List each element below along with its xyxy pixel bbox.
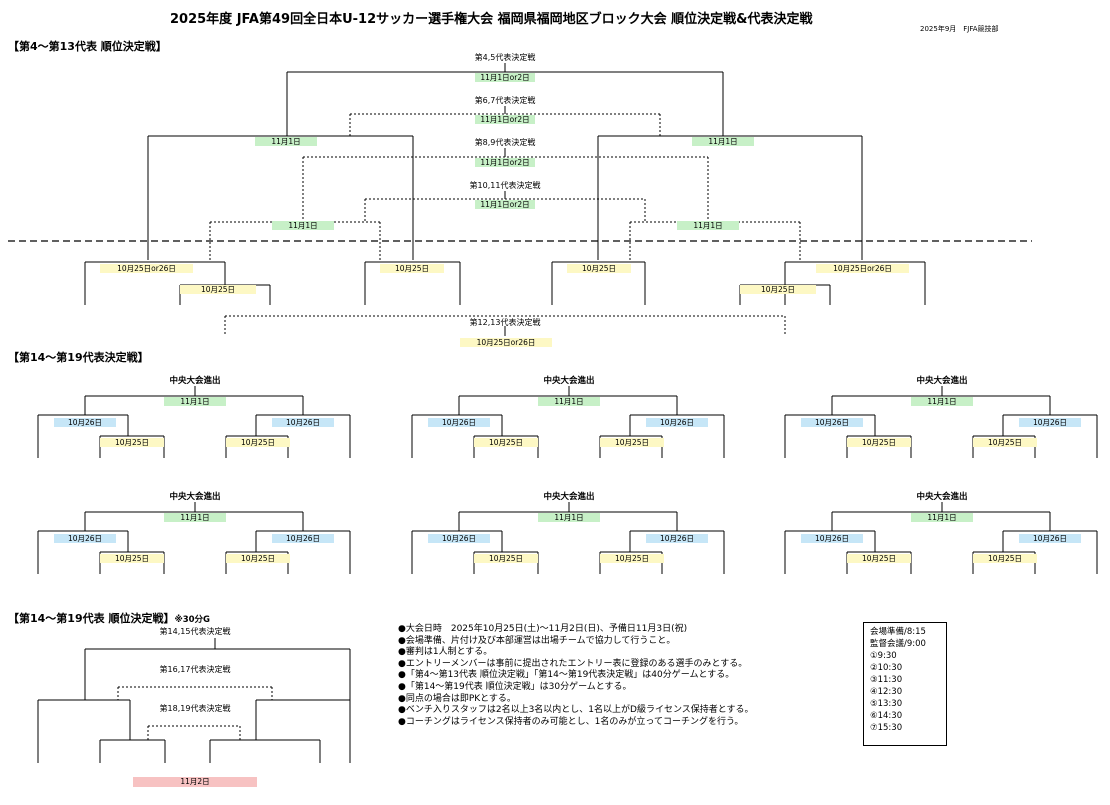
label-6-7: 第6,7代表決定戦 [474, 96, 536, 105]
label-12-13: 第12,13代表決定戦 [469, 318, 541, 327]
date-b2: 10月25日 [180, 285, 256, 294]
block-title: 中央大会進出 [543, 376, 595, 386]
block-title: 中央大会進出 [916, 492, 968, 502]
date-11-2: 11月2日 [133, 777, 257, 787]
note-line: ●審判は1人制とする。 [398, 647, 493, 658]
block-semi-date-left: 10月26日 [428, 418, 490, 427]
label-16-17: 第16,17代表決定戦 [159, 665, 231, 674]
block-qual-date-right: 10月25日 [973, 438, 1037, 447]
note-line: ●大会日時 2025年10月25日(土)～11月2日(日)、予備日11月3日(祝… [398, 624, 688, 634]
block-qual-date-right: 10月25日 [600, 554, 664, 563]
date-right-top: 11月1日 [692, 137, 754, 146]
date-right-mid: 11月1日 [677, 221, 739, 230]
section2-heading: 【第14～第19代表決定戦】 [8, 351, 149, 364]
block-semi-date-left: 10月26日 [54, 418, 116, 427]
block-qual-date-right: 10月25日 [226, 554, 290, 563]
schedule-item: ②10:30 [870, 663, 903, 673]
date-b3: 10月25日 [380, 264, 444, 273]
block-qual-date-left: 10月25日 [474, 438, 538, 447]
block-bracket-lines [37, 386, 351, 458]
block-bracket-lines [411, 386, 725, 458]
block-qual-date-right: 10月25日 [600, 438, 664, 447]
section3-heading: 【第14～第19代表 順位決定戦】※30分G [8, 612, 211, 625]
block-semi-date-right: 10月26日 [272, 534, 334, 543]
block-title: 中央大会進出 [543, 492, 595, 502]
organizer-line: 2025年9月 FJFA競技部 [920, 25, 999, 33]
section3-note: ※30分G [174, 615, 211, 625]
block-semi-date-right: 10月26日 [1019, 534, 1081, 543]
block-semi-date-left: 10月26日 [54, 534, 116, 543]
block-final-date: 11月1日 [911, 397, 973, 406]
label-8-9: 第8,9代表決定戦 [474, 138, 536, 147]
block-bracket-lines [784, 386, 1098, 458]
note-line: ●同点の場合は即PKとする。 [398, 693, 516, 704]
block-final-date: 11月1日 [164, 513, 226, 522]
page-title: 2025年度 JFA第49回全日本U-12サッカー選手権大会 福岡県福岡地区ブロ… [170, 12, 813, 27]
label-10-11: 第10,11代表決定戦 [469, 181, 541, 190]
date-left-mid: 11月1日 [272, 221, 334, 230]
note-line: ●エントリーメンバーは事前に提出されたエントリー表に登録のある選手のみとする。 [398, 658, 748, 669]
date-b1: 10月25日or26日 [100, 264, 193, 273]
block-title: 中央大会進出 [169, 376, 221, 386]
block-semi-date-right: 10月26日 [1019, 418, 1081, 427]
schedule-item: ④12:30 [870, 687, 903, 697]
schedule-item: ⑥14:30 [870, 711, 903, 721]
block-semi-date-right: 10月26日 [272, 418, 334, 427]
note-line: ●コーチングはライセンス保持者のみ可能とし、1名のみが立ってコーチングを行う。 [398, 716, 744, 727]
block-semi-date-left: 10月26日 [428, 534, 490, 543]
block-final-date: 11月1日 [538, 513, 600, 522]
block-qual-date-left: 10月25日 [100, 438, 164, 447]
block-qual-date-right: 10月25日 [973, 554, 1037, 563]
block-final-date: 11月1日 [164, 397, 226, 406]
block-bracket-lines [784, 502, 1098, 574]
block-title: 中央大会進出 [916, 376, 968, 386]
block-title: 中央大会進出 [169, 492, 221, 502]
date-4-5: 11月1日or2日 [475, 73, 535, 82]
notes-list: ●大会日時 2025年10月25日(土)～11月2日(日)、予備日11月3日(祝… [398, 624, 754, 728]
block-semi-date-right: 10月26日 [646, 418, 708, 427]
schedule-item: ⑤13:30 [870, 699, 903, 709]
block-bracket-lines [37, 502, 351, 574]
schedule-box: 会場準備/8:15 監督会議/9:00 ①9:30 ②10:30 ③11:30 … [863, 622, 947, 746]
date-b6: 10月25日 [740, 285, 816, 294]
block-qual-date-left: 10月25日 [847, 554, 911, 563]
note-line: ●「第14～第19代表 順位決定戦」は30分ゲームとする。 [398, 681, 632, 692]
block-final-date: 11月1日 [538, 397, 600, 406]
schedule-item: ①9:30 [870, 651, 897, 661]
block-qual-date-right: 10月25日 [226, 438, 290, 447]
date-10-11: 11月1日or2日 [475, 200, 535, 209]
block-semi-date-left: 10月26日 [801, 534, 863, 543]
date-6-7: 11月1日or2日 [475, 115, 535, 124]
schedule-item: 監督会議/9:00 [870, 639, 926, 649]
block-final-date: 11月1日 [911, 513, 973, 522]
date-left-top: 11月1日 [255, 137, 317, 146]
block-qual-date-left: 10月25日 [847, 438, 911, 447]
schedule-item: ③11:30 [870, 675, 903, 685]
note-line: ●ベンチ入りスタッフは2名以上3名以内とし、1名以上がD級ライセンス保持者とする… [398, 705, 754, 716]
block-semi-date-right: 10月26日 [646, 534, 708, 543]
date-12-13: 10月25日or26日 [460, 338, 552, 347]
date-b5: 10月25日or26日 [816, 264, 909, 273]
schedule-item: ⑦15:30 [870, 723, 903, 733]
date-b4: 10月25日 [567, 264, 631, 273]
block-qual-date-left: 10月25日 [474, 554, 538, 563]
block-bracket-lines [411, 502, 725, 574]
block-qual-date-left: 10月25日 [100, 554, 164, 563]
label-18-19: 第18,19代表決定戦 [159, 704, 231, 713]
section1-heading: 【第4～第13代表 順位決定戦】 [8, 40, 167, 53]
label-14-15: 第14,15代表決定戦 [159, 627, 231, 636]
label-4-5: 第4,5代表決定戦 [474, 53, 536, 62]
date-8-9: 11月1日or2日 [475, 158, 535, 167]
note-line: ●会場準備、片付け及び本部運営は出場チームで協力して行うこと。 [398, 635, 676, 646]
schedule-item: 会場準備/8:15 [870, 627, 926, 637]
note-line: ●「第4～第13代表 順位決定戦」「第14～第19代表決定戦」は40分ゲームとす… [398, 670, 735, 681]
block-semi-date-left: 10月26日 [801, 418, 863, 427]
